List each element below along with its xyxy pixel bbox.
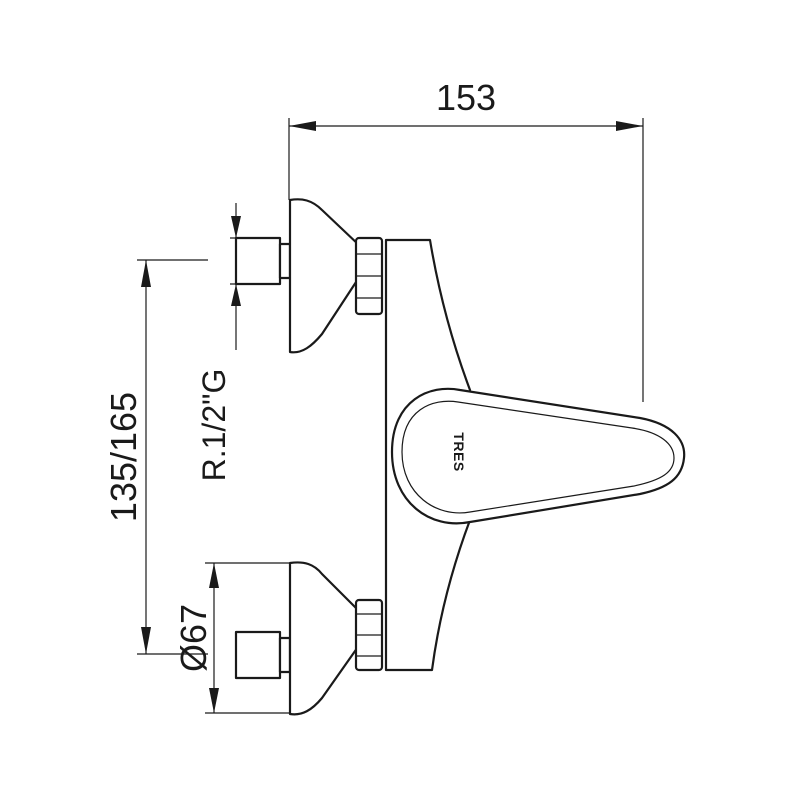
diameter-dimension: Ø67 bbox=[173, 562, 300, 714]
width-arrow-left bbox=[289, 121, 316, 131]
lever-inner-edge bbox=[401, 400, 675, 514]
width-arrow-right bbox=[616, 121, 643, 131]
bottom-thread-stub bbox=[234, 630, 282, 680]
bottom-connector bbox=[234, 561, 384, 716]
diameter-arrow-top bbox=[209, 563, 219, 588]
diameter-label: Ø67 bbox=[173, 604, 214, 672]
top-connector bbox=[234, 198, 384, 354]
width-label: 153 bbox=[436, 77, 496, 118]
centers-arrow-top bbox=[141, 260, 151, 287]
top-thread-collar bbox=[278, 242, 292, 280]
centers-label: 135/165 bbox=[103, 392, 144, 522]
width-dimension: 153 bbox=[288, 77, 644, 402]
thread-arrow-bottom bbox=[231, 284, 241, 306]
lever-handle: TRES bbox=[390, 387, 686, 525]
bottom-flange bbox=[288, 561, 362, 716]
lever-outline bbox=[390, 387, 686, 525]
centers-arrow-bottom bbox=[141, 627, 151, 654]
thread-label: R.1/2"G bbox=[196, 369, 232, 482]
top-thread-stub bbox=[234, 236, 282, 286]
top-flange bbox=[288, 198, 362, 354]
bottom-thread-collar bbox=[278, 636, 292, 674]
centers-dimension: 135/165 bbox=[103, 259, 208, 655]
thread-arrow-top bbox=[231, 216, 241, 238]
diameter-arrow-bottom bbox=[209, 688, 219, 713]
brand-logo-text: TRES bbox=[451, 432, 467, 471]
